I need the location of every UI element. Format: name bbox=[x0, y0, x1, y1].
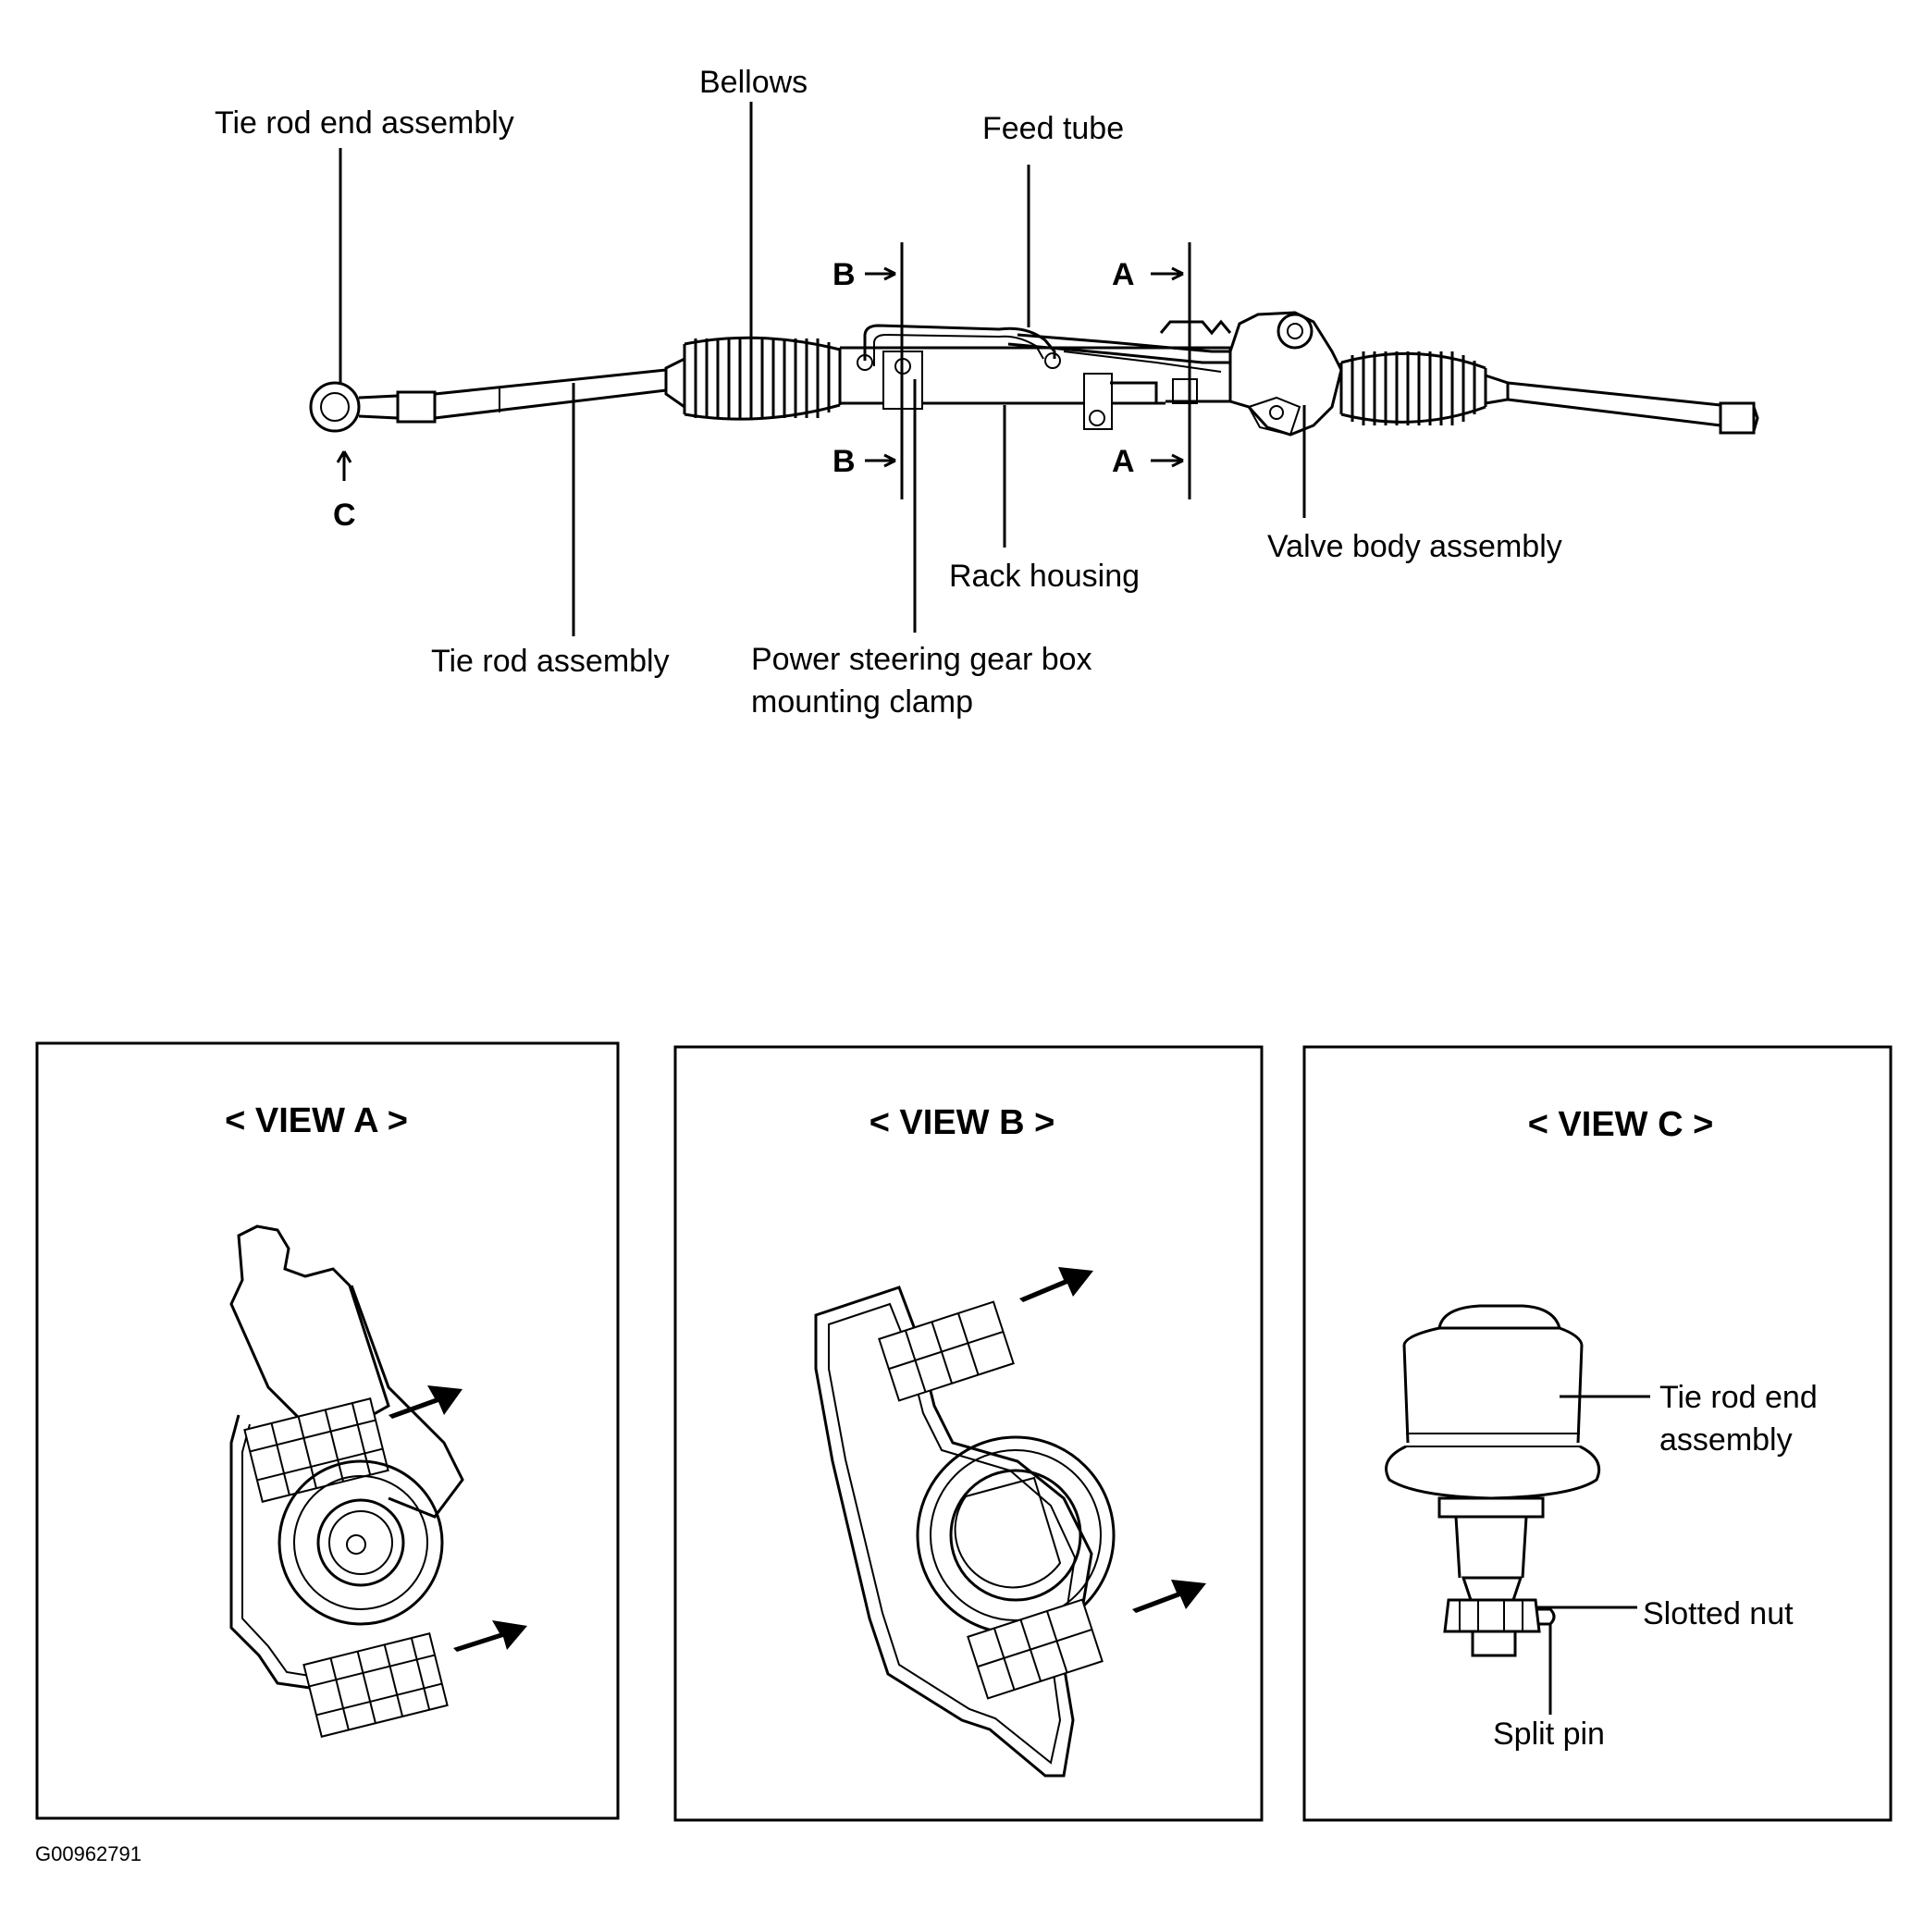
tie-rod-end-eye bbox=[309, 381, 437, 433]
view-c-arrow bbox=[336, 450, 352, 481]
valve-body bbox=[1159, 311, 1343, 437]
feed-tubes bbox=[857, 324, 1230, 373]
right-tie-rod bbox=[1507, 381, 1759, 435]
split-pin-label: Split pin bbox=[1493, 1717, 1605, 1752]
left-tie-rod bbox=[434, 368, 667, 420]
view-a-panel bbox=[35, 1041, 620, 1820]
view-c-title: < VIEW C > bbox=[1528, 1105, 1714, 1144]
section-marker-a-bottom: A bbox=[1112, 444, 1135, 479]
view-c-illustration bbox=[1385, 1304, 1601, 1657]
feed-tube-label: Feed tube bbox=[982, 111, 1124, 146]
view-c-tie-rod-end-label-line2: assembly bbox=[1659, 1422, 1793, 1458]
mounting-clamp-label-line2: mounting clamp bbox=[751, 684, 973, 720]
leader-lines bbox=[339, 102, 1306, 636]
section-line-a bbox=[1151, 242, 1191, 499]
rack-housing-label: Rack housing bbox=[949, 559, 1140, 594]
figure-id: G00962791 bbox=[35, 1842, 142, 1865]
section-line-b bbox=[865, 242, 904, 499]
section-marker-c: C bbox=[333, 498, 356, 533]
view-c-leaders bbox=[1536, 1395, 1650, 1715]
view-a-title: < VIEW A > bbox=[225, 1101, 408, 1140]
view-c-panel bbox=[1302, 1045, 1893, 1822]
valve-body-assembly-label: Valve body assembly bbox=[1267, 529, 1562, 564]
rack-and-pinion-assembly bbox=[309, 102, 1759, 636]
left-bellows bbox=[664, 336, 842, 421]
slotted-nut-label: Slotted nut bbox=[1643, 1596, 1794, 1631]
section-marker-b-top: B bbox=[832, 257, 856, 292]
view-b-illustration bbox=[814, 1267, 1206, 1778]
tie-rod-assembly-label: Tie rod assembly bbox=[431, 644, 670, 679]
view-b-panel bbox=[673, 1045, 1264, 1822]
view-a-illustration bbox=[229, 1224, 527, 1738]
mounting-clamp-label-line1: Power steering gear box bbox=[751, 642, 1092, 677]
bellows-label: Bellows bbox=[699, 65, 808, 100]
view-c-tie-rod-end-label-line1: Tie rod end bbox=[1659, 1380, 1818, 1415]
section-marker-a-top: A bbox=[1112, 257, 1135, 292]
view-b-title: < VIEW B > bbox=[870, 1103, 1055, 1142]
section-marker-b-bottom: B bbox=[832, 444, 856, 479]
right-bellows bbox=[1339, 351, 1510, 425]
rack-housing-tube bbox=[838, 346, 1166, 430]
tie-rod-end-assembly-label: Tie rod end assembly bbox=[215, 105, 514, 141]
